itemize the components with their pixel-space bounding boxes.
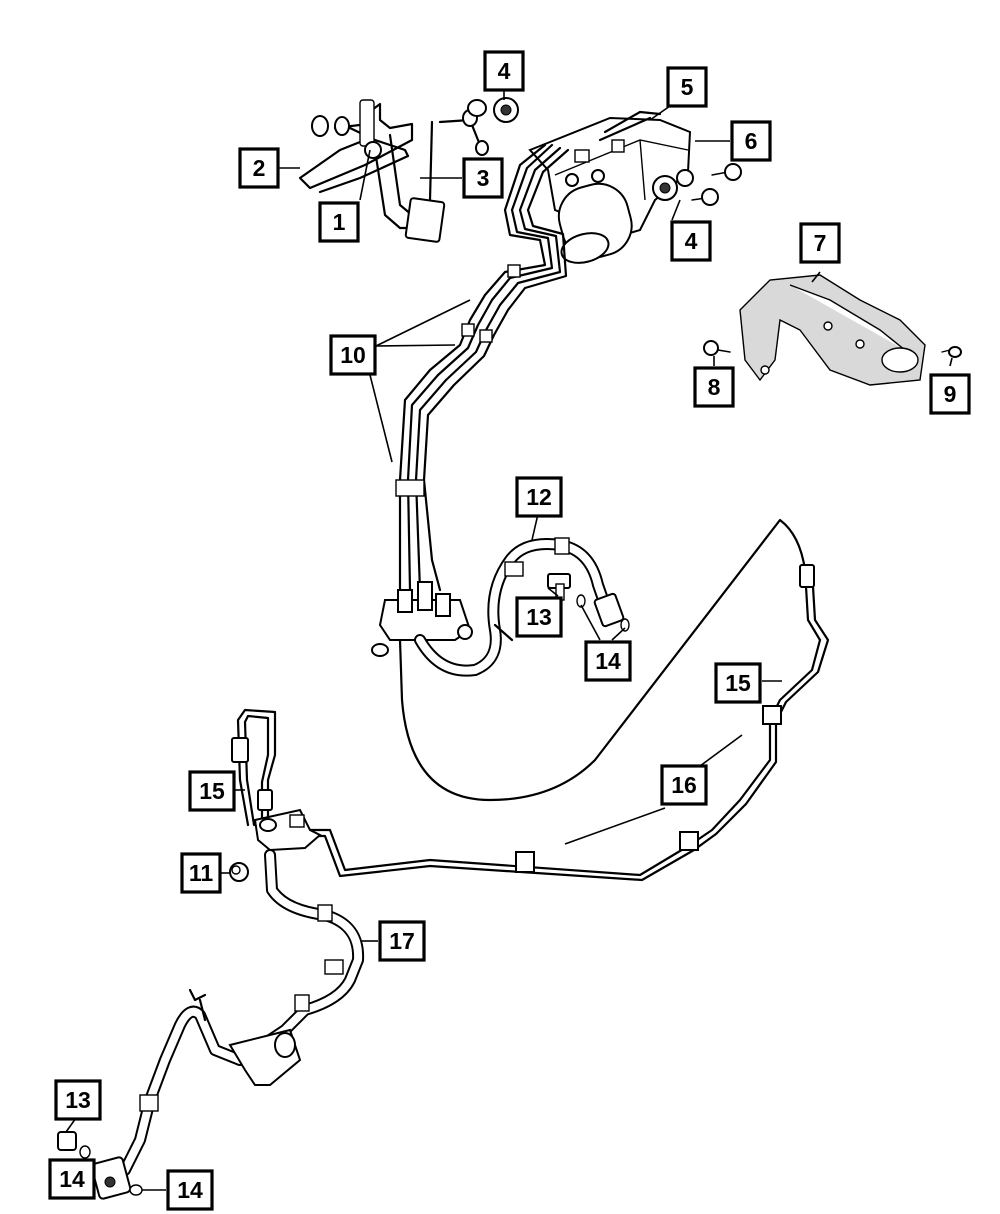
front-brake-hose-right <box>414 537 625 677</box>
svg-text:14: 14 <box>177 1177 203 1203</box>
callout-10: 10 <box>329 334 377 376</box>
callout-11: 11 <box>180 852 222 894</box>
heat-shield-screw <box>941 346 962 358</box>
svg-text:2: 2 <box>253 155 266 181</box>
junction-block <box>371 518 807 802</box>
callout-14-lower-right: 14 <box>166 1169 214 1211</box>
callout-15-right: 15 <box>714 662 762 704</box>
callout-8: 8 <box>693 366 735 408</box>
callout-7: 7 <box>799 222 841 264</box>
bracket-bolt <box>229 862 249 882</box>
svg-text:14: 14 <box>59 1166 85 1192</box>
callout-13-lower: 13 <box>54 1079 102 1121</box>
heat-shield-stud <box>703 340 731 356</box>
svg-text:4: 4 <box>498 58 511 84</box>
rear-junction-bracket <box>253 808 322 852</box>
callout-17: 17 <box>378 920 426 962</box>
callout-4-right: 4 <box>670 220 712 262</box>
svg-text:11: 11 <box>189 860 214 886</box>
svg-text:15: 15 <box>199 778 225 804</box>
svg-text:12: 12 <box>526 484 552 510</box>
svg-text:16: 16 <box>671 772 697 798</box>
callout-14-upper: 14 <box>584 640 632 682</box>
callout-2: 2 <box>238 147 280 189</box>
svg-text:15: 15 <box>725 670 751 696</box>
rear-brake-hose <box>104 849 365 1186</box>
callout-14-lower-left: 14 <box>48 1158 96 1200</box>
svg-text:13: 13 <box>526 604 552 630</box>
callout-5: 5 <box>666 66 708 108</box>
svg-text:6: 6 <box>745 128 758 154</box>
svg-text:8: 8 <box>708 374 721 400</box>
callout-15-left: 15 <box>188 770 236 812</box>
svg-text:3: 3 <box>477 165 490 191</box>
master-cylinder-tubes <box>298 99 489 243</box>
svg-text:13: 13 <box>65 1087 91 1113</box>
abs-mounting-screws <box>691 163 742 206</box>
banjo-bolt-upper <box>547 573 630 632</box>
svg-text:7: 7 <box>814 230 827 256</box>
svg-text:9: 9 <box>944 381 957 407</box>
callout-1: 1 <box>318 201 360 243</box>
svg-text:1: 1 <box>333 209 346 235</box>
callout-9: 9 <box>929 373 971 415</box>
callout-12: 12 <box>515 476 563 518</box>
svg-text:4: 4 <box>685 228 698 254</box>
callout-16: 16 <box>660 764 708 806</box>
abs-module <box>528 110 694 264</box>
isolator-bushing <box>467 97 519 123</box>
callout-13-upper: 13 <box>515 596 563 638</box>
heat-shield <box>739 274 926 386</box>
svg-text:5: 5 <box>681 74 694 100</box>
svg-text:10: 10 <box>340 342 366 368</box>
brake-tube-bundle <box>395 143 570 592</box>
rear-brake-tube-right <box>298 564 830 882</box>
callout-3: 3 <box>462 157 504 199</box>
callout-6: 6 <box>730 120 772 162</box>
svg-text:17: 17 <box>389 928 415 954</box>
svg-text:14: 14 <box>595 648 621 674</box>
rear-brake-tube-left <box>231 708 277 832</box>
callout-4-top: 4 <box>483 50 525 92</box>
